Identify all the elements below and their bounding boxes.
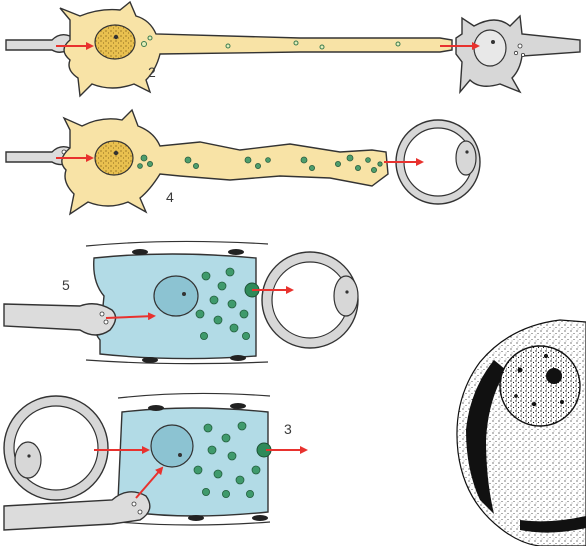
nucleolus xyxy=(546,368,562,384)
panel-3-secretory-cell: 5 xyxy=(4,241,358,363)
panel-1-neuron-to-neuron: 2 xyxy=(6,2,580,96)
neuron-nucleus xyxy=(95,25,135,59)
incoming-axon xyxy=(4,492,150,530)
target-cell xyxy=(262,252,358,348)
panel-2-neuron-to-cell: 4 xyxy=(6,110,480,214)
source-cell xyxy=(4,396,108,500)
panel-4-cell-release: 3 xyxy=(4,393,306,530)
target-neuron-nucleus xyxy=(474,30,506,66)
incoming-axon xyxy=(4,304,116,335)
panel-label-5: 5 xyxy=(62,277,70,293)
stippled-cell-illustration xyxy=(457,320,586,546)
panel-label-3: 3 xyxy=(284,421,292,437)
panel-label-4: 4 xyxy=(166,189,174,205)
cell-nucleus xyxy=(154,276,198,316)
cell-nucleus xyxy=(151,425,193,467)
neuron-nucleus xyxy=(95,141,133,175)
stippled-nucleus xyxy=(500,346,580,426)
panel-label-2: 2 xyxy=(148,64,156,80)
